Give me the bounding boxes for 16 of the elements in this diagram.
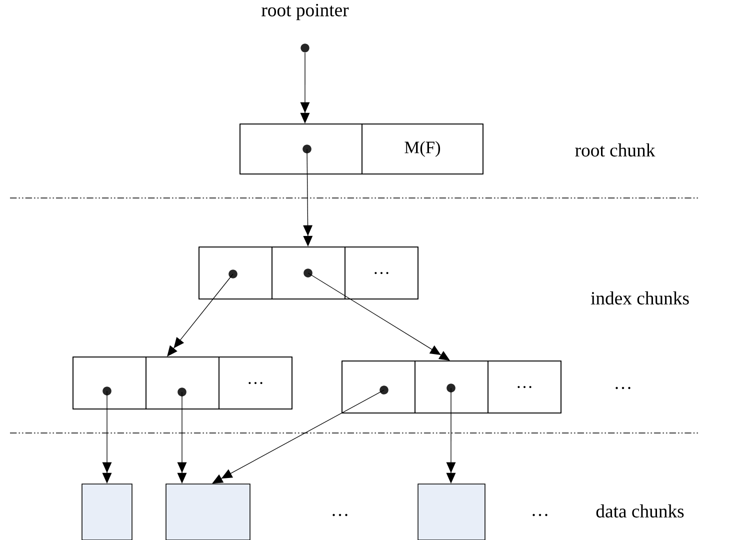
chunk-cell: …: [218, 356, 292, 410]
chunk-cell: …: [344, 246, 418, 300]
ellipsis: …: [616, 386, 630, 390]
band-label: root chunk: [575, 143, 656, 157]
ellipsis: …: [332, 514, 348, 516]
chunk-cell: M(F): [362, 124, 484, 174]
pointer-dot: [300, 44, 310, 52]
data-chunk-box: [82, 484, 132, 540]
arrow: [212, 390, 384, 484]
data-chunk-box: [418, 484, 486, 540]
band-label: index chunks: [590, 291, 689, 305]
node-label: root pointer: [262, 4, 349, 20]
ellipsis: …: [532, 514, 548, 516]
chunk-cell: …: [488, 360, 562, 414]
data-chunk-box: [166, 484, 250, 540]
band-label: data chunks: [596, 504, 684, 518]
